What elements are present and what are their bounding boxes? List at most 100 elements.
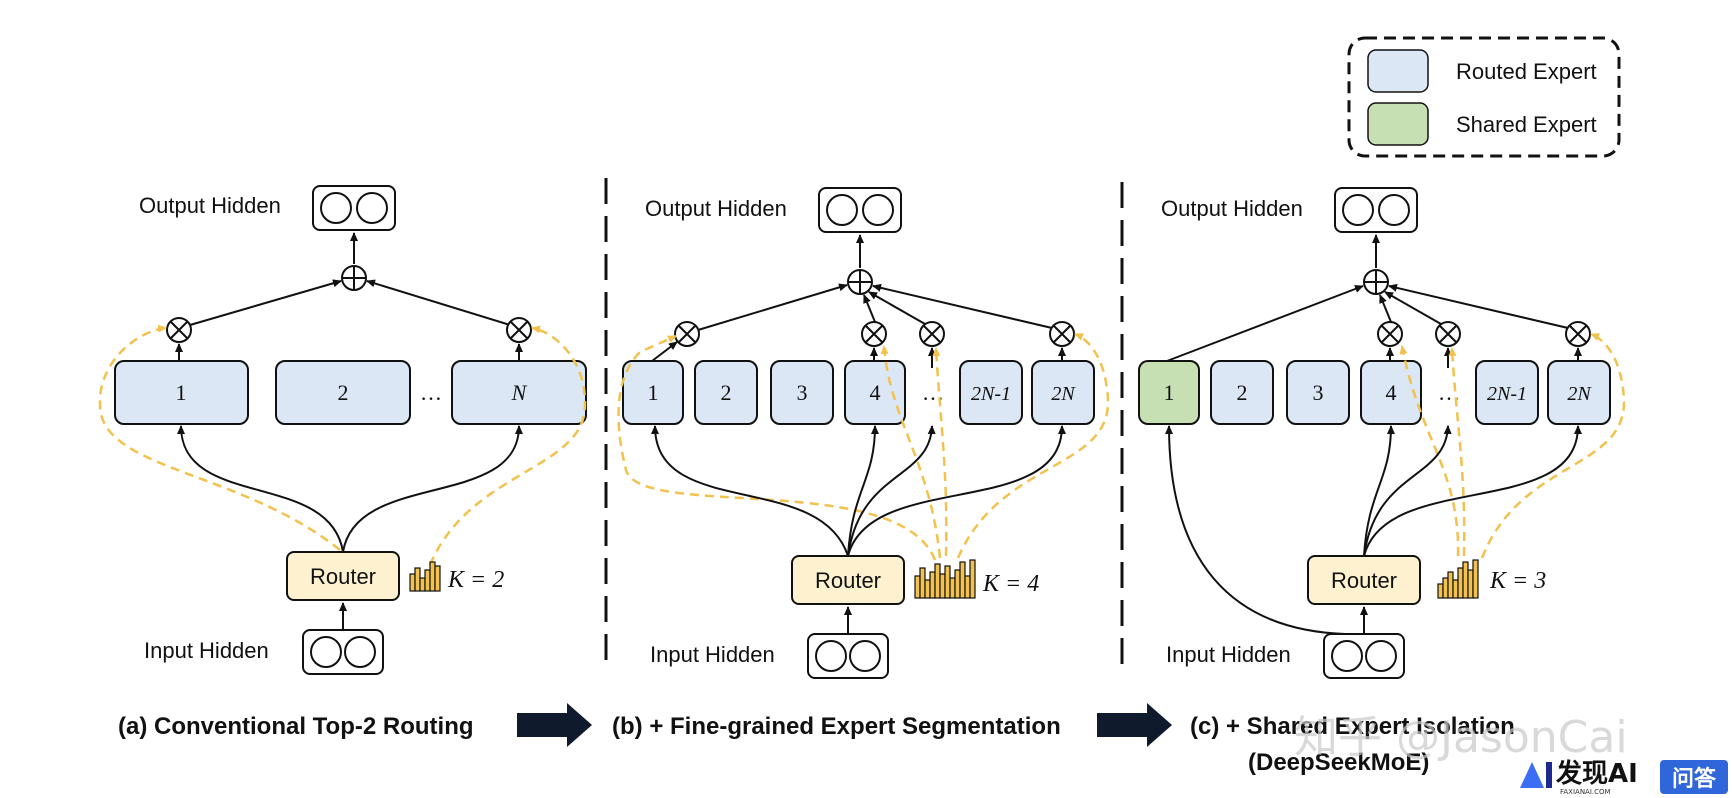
route-arrow (1363, 425, 1395, 557)
output-hidden-vector (1334, 187, 1418, 233)
arrow (868, 291, 926, 325)
gate-path (956, 332, 1110, 559)
routed-expert-box: 2N (1547, 360, 1611, 425)
arrow (1384, 291, 1442, 325)
arrow (1166, 285, 1364, 362)
router-box: Router (286, 551, 400, 601)
arrow (651, 341, 678, 362)
gate-multiply-node (919, 321, 945, 347)
route-arrow (1363, 425, 1452, 557)
gate-multiply-node (674, 321, 700, 347)
sum-node (341, 265, 367, 291)
expert-label: 2 (1237, 380, 1248, 405)
router-box: Router (791, 555, 905, 605)
sum-node (1363, 269, 1389, 295)
k-label: K = 4 (982, 571, 1039, 597)
router-label: Router (1331, 568, 1397, 593)
expert-label: 3 (1313, 380, 1324, 405)
expert-label: 1 (176, 380, 187, 405)
brand-name: 发现AI (1555, 758, 1638, 789)
legend-routed-label: Routed Expert (1456, 59, 1597, 84)
input-hidden-label: Input Hidden (650, 642, 775, 667)
arrow (189, 279, 342, 326)
input-hidden-label: Input Hidden (1166, 642, 1291, 667)
legend: Routed Expert Shared Expert (1347, 36, 1621, 158)
expert-label: N (511, 380, 528, 405)
gate-path (98, 324, 341, 551)
shared-path-arrow (1165, 425, 1346, 635)
gate-path (1480, 332, 1626, 559)
routed-expert-box: 3 (1286, 360, 1350, 425)
legend-shared-swatch (1367, 102, 1429, 146)
brand-domain: FAXIANAI.COM (1560, 788, 1611, 796)
output-hidden-vector (312, 185, 396, 231)
watermark-text: 知乎 @JasonCai (1294, 712, 1628, 763)
gate-path (1448, 347, 1466, 557)
route-arrow (342, 425, 523, 553)
router-box: Router (1307, 555, 1421, 605)
expert-label: 4 (870, 380, 881, 405)
routed-expert-box: 4 (844, 360, 906, 425)
caption-a: (a) Conventional Top-2 Routing (118, 713, 474, 740)
gate-multiply-node (1049, 321, 1075, 347)
input-hidden-vector (302, 629, 384, 675)
sum-node (847, 269, 873, 295)
gate-multiply-node (506, 317, 532, 343)
gate-path (932, 347, 948, 557)
expert-label: 2N-1 (971, 383, 1011, 405)
routed-expert-box: 4 (1360, 360, 1422, 425)
output-hidden-label: Output Hidden (139, 193, 281, 218)
panel-b: Output Hidden (617, 187, 1110, 679)
qa-badge-label: 问答 (1672, 766, 1717, 792)
route-arrow (177, 425, 344, 553)
arrow (1388, 283, 1569, 329)
expert-label: 2N (1567, 383, 1592, 405)
shared-expert-box: 1 (1138, 360, 1200, 425)
caption-b: (b) + Fine-grained Expert Segmentation (612, 713, 1061, 740)
expert-label: 2N (1051, 383, 1076, 405)
k-label: K = 2 (447, 567, 504, 593)
route-arrow (1363, 425, 1582, 557)
routed-expert-box: 2 (275, 360, 411, 425)
input-hidden-vector (807, 633, 889, 679)
routed-expert-box: 2N-1 (959, 360, 1023, 425)
output-hidden-label: Output Hidden (1161, 196, 1303, 221)
caption-c: (c) + Shared Expert Isolation (1190, 713, 1515, 740)
panel-c: Output Hidden (1138, 187, 1626, 679)
routed-expert-box: 1 (114, 360, 249, 425)
legend-shared-label: Shared Expert (1456, 112, 1597, 137)
gate-path (880, 345, 942, 559)
progression-arrow-icon (1097, 703, 1172, 747)
expert-label: 1 (648, 380, 659, 405)
routed-expert-box: N (451, 360, 587, 425)
arrow (863, 294, 876, 323)
gate-multiply-node (1377, 321, 1403, 347)
routed-expert-box: 2 (694, 360, 758, 425)
routed-expert-box: 2N-1 (1475, 360, 1539, 425)
expert-label: 2 (721, 380, 732, 405)
expert-label: 2N-1 (1487, 383, 1527, 405)
output-hidden-vector (818, 187, 902, 233)
legend-frame (1347, 36, 1621, 158)
caption-c-sub: (DeepSeekMoE) (1248, 749, 1429, 776)
input-hidden-label: Input Hidden (144, 638, 269, 663)
expert-label: 1 (1164, 380, 1175, 405)
routed-expert-box: 2 (1210, 360, 1274, 425)
router-score-bars-icon (1437, 559, 1479, 599)
gate-path (1399, 345, 1460, 557)
route-arrow (847, 425, 936, 557)
gate-path (617, 334, 937, 561)
routed-expert-box: 3 (770, 360, 834, 425)
gate-multiply-node (861, 321, 887, 347)
routed-expert-box: 1 (622, 360, 684, 425)
output-hidden-label: Output Hidden (645, 196, 787, 221)
progression-arrow-icon (517, 703, 592, 747)
expert-label: 3 (797, 380, 808, 405)
expert-label: 4 (1386, 380, 1397, 405)
input-hidden-vector (1323, 633, 1405, 679)
qa-badge: 问答 (1660, 760, 1728, 794)
route-arrow (847, 425, 879, 557)
ellipsis: … (420, 380, 442, 405)
router-label: Router (310, 564, 376, 589)
